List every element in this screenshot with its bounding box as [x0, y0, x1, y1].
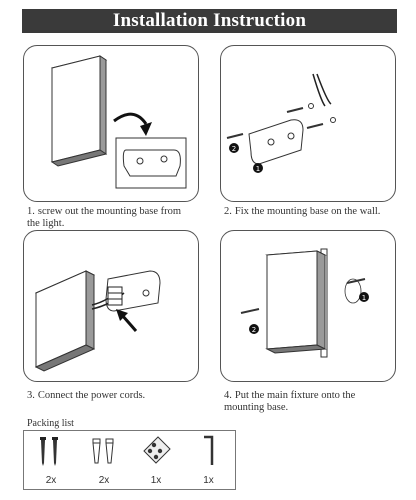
packing-qty: 1x [203, 475, 214, 486]
step-2-illustration: 2 1 [226, 73, 336, 173]
step-3-caption: 3.Connect the power cords. [27, 390, 146, 401]
screw-icon [40, 437, 58, 466]
step-3-illustration [34, 270, 161, 372]
step-4-panel: 1 2 [220, 230, 396, 382]
packing-item-connector: 1x [130, 431, 182, 489]
step-4-illustration: 1 2 [240, 248, 369, 358]
packing-qty: 2x [98, 475, 110, 486]
hex-key-icon [204, 435, 214, 465]
callout-2: 2 [232, 145, 236, 153]
packing-list-label: Packing list [27, 418, 74, 429]
step-2-panel: 2 1 [220, 45, 396, 202]
step-1-panel [23, 45, 199, 202]
step-1-caption: 1.screw out the mounting base from the l… [27, 206, 182, 229]
step-2-caption: 2.Fix the mounting base on the wall. [224, 206, 381, 217]
callout-1: 1 [362, 294, 366, 302]
step-1-illustration [50, 55, 187, 189]
wall-anchor-icon [92, 438, 114, 464]
callout-1: 1 [256, 165, 260, 173]
packing-list: 2x 2x 1x 1x [23, 430, 236, 490]
step-3-panel [23, 230, 199, 382]
packing-item-anchors: 2x [78, 431, 130, 489]
packing-item-screws: 2x [24, 431, 78, 489]
packing-item-hex-key: 1x [182, 431, 235, 489]
packing-qty: 1x [150, 475, 162, 486]
step-4-caption: 4.Put the main fixture onto the mounting… [224, 390, 356, 413]
packing-qty: 2x [45, 475, 57, 486]
page-title: Installation Instruction [22, 9, 397, 33]
callout-2: 2 [252, 326, 256, 334]
connector-block-icon [143, 436, 171, 464]
